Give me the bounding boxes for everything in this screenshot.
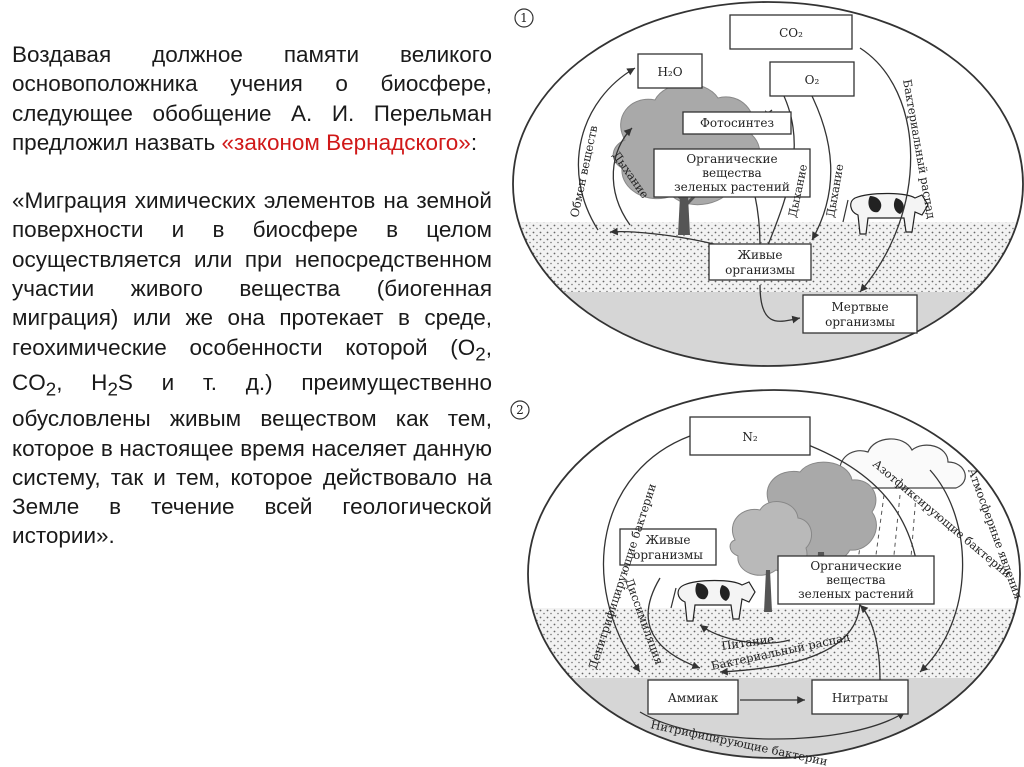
n2-label: N₂: [742, 430, 758, 444]
organic2-line-2: вещества: [826, 573, 885, 587]
nitrates-label: Нитраты: [832, 691, 889, 705]
dead-line-2: организмы: [825, 315, 895, 329]
diagram-2: 2: [511, 390, 1024, 767]
living-line-1: Живые: [738, 248, 783, 262]
diagram-1-number: 1: [520, 11, 528, 25]
o2-label: O₂: [805, 73, 820, 87]
dead-line-1: Мертвые: [831, 300, 888, 314]
organic2-line-1: Органические: [810, 559, 901, 573]
atmospheric-label: Атмосферные явления: [965, 466, 1024, 601]
organic-line-1: Органические: [686, 152, 777, 166]
breathing-label-animals: Дыхание: [823, 163, 846, 219]
h2o-label: H₂O: [657, 65, 682, 79]
ground-layer: [510, 292, 1024, 382]
diagram-1: 1 CO₂ H₂: [510, 2, 1024, 382]
diagram-2-number: 2: [516, 403, 524, 417]
organic2-line-3: зеленых растений: [798, 587, 914, 601]
ammonia-label: Аммиак: [668, 691, 719, 705]
co2-label: CO₂: [779, 26, 803, 40]
organic-line-2: вещества: [702, 166, 761, 180]
organic-line-3: зеленых растений: [674, 180, 790, 194]
living2-line-1: Живые: [646, 533, 691, 547]
metabolism-label: Обмен веществ: [567, 124, 600, 218]
photosynthesis-label: Фотосинтез: [700, 116, 774, 130]
living-line-2: организмы: [725, 263, 795, 277]
living2-line-2: организмы: [633, 548, 703, 562]
